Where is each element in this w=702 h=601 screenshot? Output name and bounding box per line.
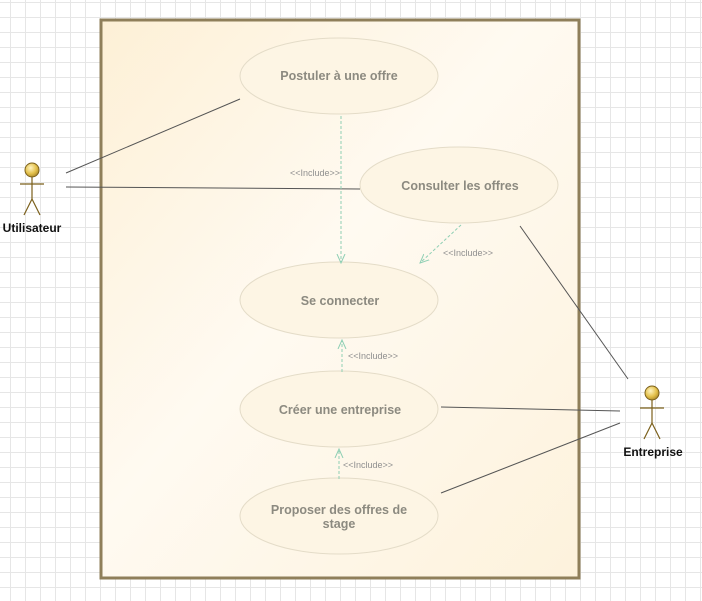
use-case-proposer-label-line2: stage [323, 517, 356, 531]
include-label-proposer: <<Include>> [343, 460, 393, 470]
use-case-proposer[interactable]: Proposer des offres de stage [239, 477, 439, 555]
actor-utilisateur[interactable]: Utilisateur [3, 162, 62, 235]
actor-utilisateur-label: Utilisateur [3, 221, 62, 235]
use-case-creer-entreprise-label: Créer une entreprise [279, 403, 401, 417]
use-case-consulter[interactable]: Consulter les offres [359, 146, 559, 224]
association-entreprise-consulter[interactable] [519, 225, 629, 380]
use-case-creer-entreprise[interactable]: Créer une entreprise [239, 370, 439, 448]
use-case-proposer-label-line1: Proposer des offres de [271, 503, 407, 517]
use-case-consulter-label: Consulter les offres [401, 179, 518, 193]
actor-entreprise[interactable]: Entreprise [623, 385, 683, 459]
actor-utilisateur-icon [20, 162, 44, 216]
include-label-consulter: <<Include>> [443, 248, 493, 258]
association-entreprise-proposer[interactable] [440, 422, 621, 494]
actor-entreprise-icon [640, 385, 664, 440]
association-entreprise-creer[interactable] [440, 406, 621, 412]
include-proposer-creer[interactable]: <<Include>> [339, 449, 393, 479]
include-postuler-connecter[interactable]: <<Include>> [290, 116, 341, 263]
use-case-postuler-label: Postuler à une offre [280, 69, 397, 83]
use-case-connecter[interactable]: Se connecter [239, 261, 439, 339]
include-creer-connecter[interactable]: <<Include>> [342, 340, 398, 372]
actor-entreprise-label: Entreprise [623, 445, 683, 459]
use-case-connecter-label: Se connecter [301, 294, 380, 308]
include-label-postuler: <<Include>> [290, 168, 340, 178]
include-label-creer: <<Include>> [348, 351, 398, 361]
use-case-postuler[interactable]: Postuler à une offre [239, 37, 439, 115]
association-utilisateur-postuler[interactable] [65, 98, 241, 174]
association-utilisateur-consulter[interactable] [65, 186, 361, 190]
include-consulter-connecter[interactable]: <<Include>> [420, 224, 493, 263]
